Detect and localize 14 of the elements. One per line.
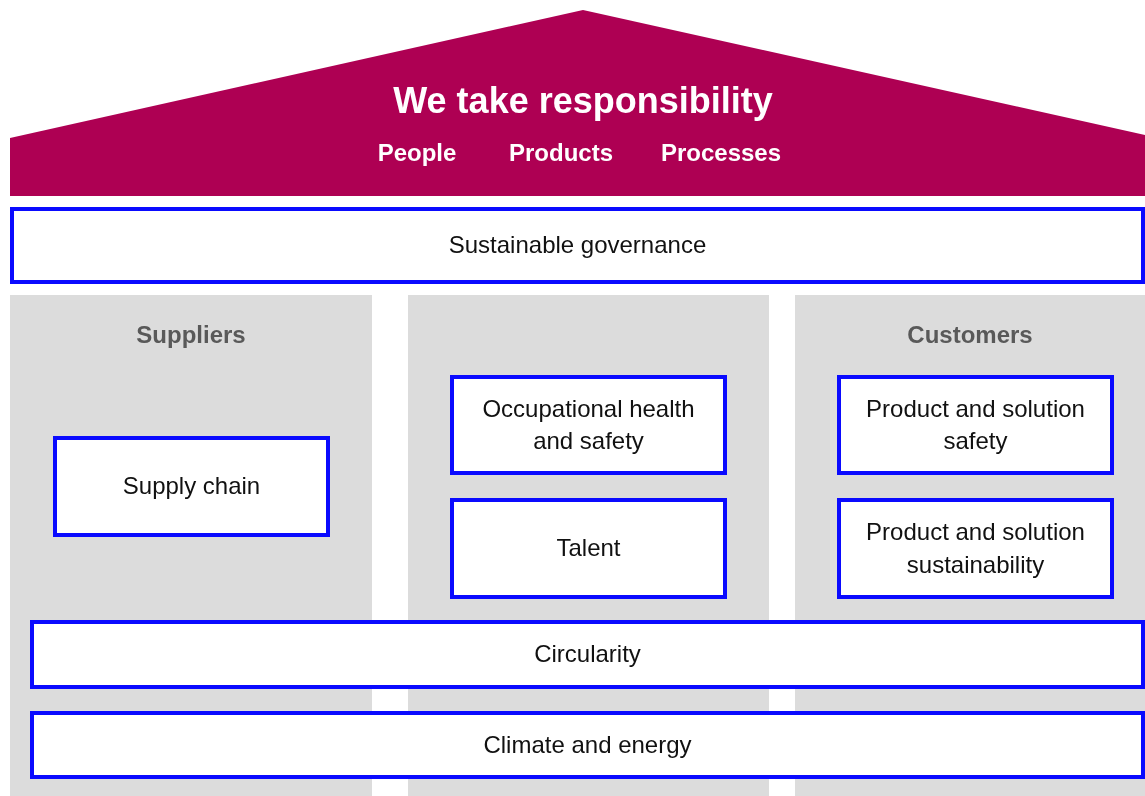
topic-box: Circularity — [30, 620, 1145, 689]
topic-box: Climate and energy — [30, 711, 1145, 779]
pillar-label: Processes — [660, 139, 782, 167]
pillar-label: People — [377, 139, 457, 167]
topic-box: Talent — [450, 498, 727, 599]
pillar-label: Products — [509, 139, 613, 167]
topic-box: Sustainable governance — [10, 207, 1145, 284]
topic-box: Product and solution sustainability — [837, 498, 1114, 599]
roof-title: We take responsibility — [393, 80, 773, 122]
topic-box: Product and solution safety — [837, 375, 1114, 475]
topic-box: Supply chain — [53, 436, 330, 537]
topic-box: Occupational health and safety — [450, 375, 727, 475]
column-heading: Customers — [906, 321, 1034, 349]
column-heading: Suppliers — [135, 321, 247, 349]
